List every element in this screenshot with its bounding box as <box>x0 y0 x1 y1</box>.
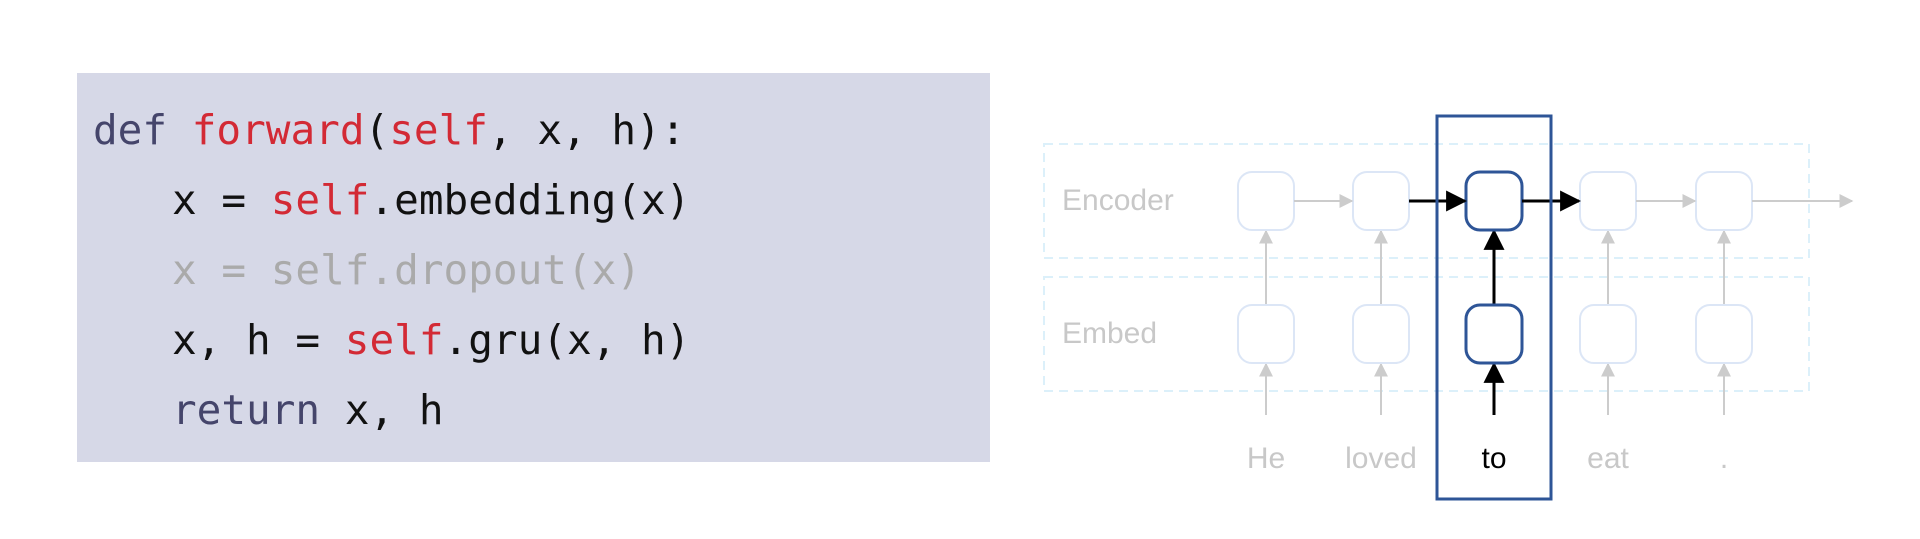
code-token: , x, h): <box>487 106 686 154</box>
code-line-5: return x, h <box>77 375 990 445</box>
code-token: forward <box>191 106 365 154</box>
code-panel: def forward(self, x, h): x = self.embedd… <box>77 73 990 462</box>
embed-cell <box>1464 303 1524 365</box>
encoder-cell <box>1695 171 1753 231</box>
encoder-cell <box>1237 171 1295 231</box>
code-line-2: x = self.embedding(x) <box>77 165 990 235</box>
input-token-label: eat <box>1587 442 1629 475</box>
encoder-cell <box>1464 170 1524 232</box>
code-token: x, h <box>320 386 444 434</box>
embed-cell <box>1352 304 1410 364</box>
embed-row-label: Embed <box>1062 317 1157 350</box>
embed-cell <box>1695 304 1753 364</box>
code-token: x, h = <box>172 316 345 364</box>
code-token: x = self.dropout(x) <box>172 246 641 294</box>
code-token: ( <box>364 106 390 154</box>
encoder-cell <box>1579 171 1637 231</box>
embed-band <box>1043 276 1810 392</box>
code-token: def <box>93 106 168 154</box>
code-token: self <box>270 176 370 224</box>
code-line-1: def forward(self, x, h): <box>77 95 990 165</box>
code-token: self <box>389 106 488 154</box>
code-token: x = <box>172 176 271 224</box>
code-token: .gru(x, h) <box>443 316 691 364</box>
embed-cell <box>1237 304 1295 364</box>
embed-cell <box>1579 304 1637 364</box>
code-token: .embedding(x) <box>369 176 691 224</box>
input-token-label: to <box>1481 442 1506 475</box>
code-line-4: x, h = self.gru(x, h) <box>77 305 990 375</box>
code-token: return <box>172 386 321 434</box>
input-token-label: He <box>1247 442 1285 475</box>
input-token-label: . <box>1720 442 1728 475</box>
encoder-band <box>1043 143 1810 259</box>
encoder-cell <box>1352 171 1410 231</box>
active-column-highlight <box>1435 114 1553 501</box>
input-token-label: loved <box>1345 442 1417 475</box>
encoder-row-label: Encoder <box>1062 184 1174 217</box>
code-token: self <box>344 316 444 364</box>
code-line-3: x = self.dropout(x) <box>77 235 990 305</box>
